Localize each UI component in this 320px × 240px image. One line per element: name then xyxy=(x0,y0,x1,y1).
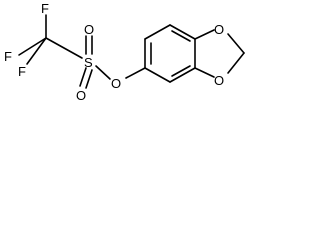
bond-ring-6 xyxy=(144,67,171,83)
atom-o-dioxole-top: O xyxy=(214,22,224,37)
bond-c-s xyxy=(45,37,83,59)
atom-o-sulfonyl-top: O xyxy=(84,22,94,37)
bond-s-o-bottom-2 xyxy=(85,69,93,89)
atom-f-bottom: F xyxy=(18,64,26,79)
bond-ring-3 xyxy=(169,24,196,40)
atom-o-dioxole-bottom: O xyxy=(214,73,224,88)
chemical-structure-diagram: F F F S O O O O O xyxy=(4,1,245,103)
bond-ring-o-bottom xyxy=(194,67,215,78)
bond-o-ester-c xyxy=(125,67,146,79)
bond-ring-inner-2 xyxy=(171,30,191,42)
bond-s-o-bottom-1 xyxy=(79,67,87,87)
bond-ring-o-top xyxy=(194,29,215,40)
atom-o-sulfonyl-bottom: O xyxy=(76,88,86,103)
atom-f-left: F xyxy=(4,49,12,64)
bond-c-f-left xyxy=(18,37,47,56)
bond-c-f-bottom xyxy=(26,37,47,65)
atom-f-top: F xyxy=(41,1,49,16)
atom-sulfur: S xyxy=(84,55,93,70)
bond-s-o-ester xyxy=(95,65,111,80)
bond-ring-5 xyxy=(169,67,196,83)
bond-o-bottom-ch2 xyxy=(227,52,245,74)
atom-o-ester: O xyxy=(111,76,121,91)
bond-ring-2 xyxy=(144,24,171,40)
bond-ring-inner-3 xyxy=(171,65,191,77)
bond-o-top-ch2 xyxy=(227,33,245,54)
